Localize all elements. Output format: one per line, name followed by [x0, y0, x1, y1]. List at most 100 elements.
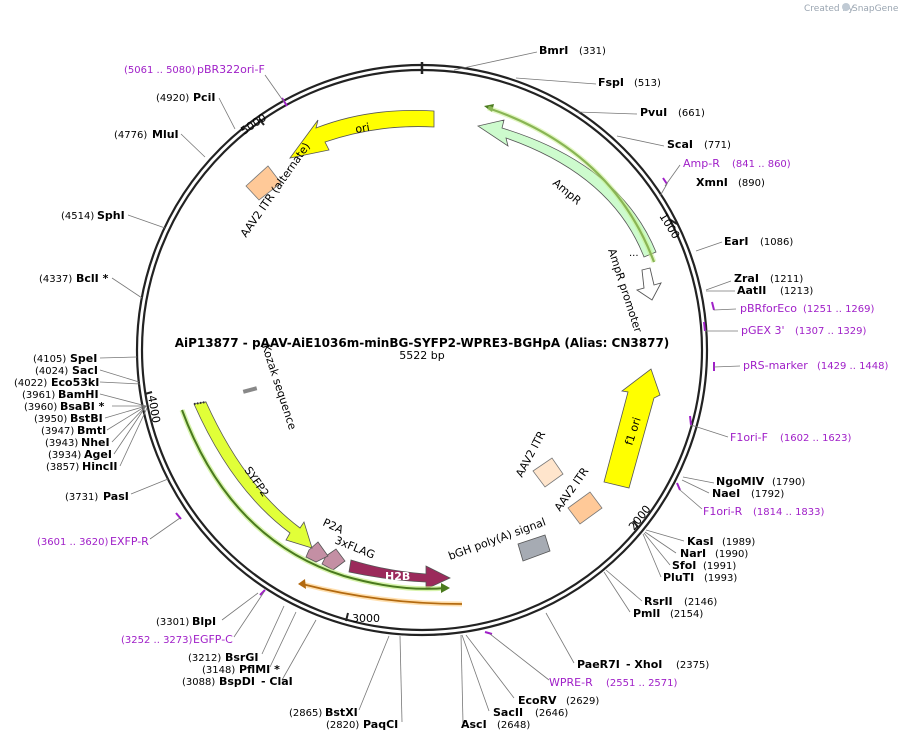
p2a-feature[interactable] [305, 541, 329, 563]
primer-name: EXFP-R [110, 535, 149, 548]
enzyme-name: BspDI [219, 675, 255, 688]
enzyme-pos: (2648) [497, 720, 530, 731]
snapgene-brand: Created by SnapGene [804, 3, 899, 14]
enzyme-pos: (3301) [156, 617, 189, 628]
primer-name: WPRE-R [549, 676, 593, 689]
enzyme-pos: (890) [738, 178, 765, 189]
enzyme-name: ScaI [667, 138, 693, 151]
primer-name: pGEX 3' [741, 324, 785, 337]
enzyme-pos: (3947) [41, 426, 74, 437]
syfp2-feature[interactable] [193, 401, 313, 549]
enzyme-name: SacII [493, 706, 523, 719]
enzyme-pos: (3088) [182, 677, 215, 688]
enzyme-pos: (4514) [61, 211, 94, 222]
enzyme-name: BsrGI [225, 651, 258, 664]
enzyme-name: NgoMIV [716, 475, 765, 488]
primer-labels: (5061 .. 5080) pBR322ori-F Amp-R (841 ..… [37, 63, 889, 689]
primer-range: (3252 .. 3273) [121, 635, 193, 646]
enzyme-name: BstBI [70, 412, 103, 425]
enzyme-name: AscI [461, 718, 487, 731]
enzyme-pos: (4022) [14, 378, 47, 389]
ampr-promoter-feature[interactable] [635, 267, 662, 301]
aav2-itr-alt-label: AAV2 ITR (alternate) [238, 140, 313, 239]
primer-name: EGFP-C [193, 633, 233, 646]
primer-name: pBRforEco [740, 302, 797, 315]
enzyme-name: PaqCI [363, 718, 398, 731]
enzyme-pos: (2865) [289, 708, 322, 719]
enzyme-pos: (2154) [670, 609, 703, 620]
enzyme-name: - ClaI [261, 675, 293, 688]
enzyme-pos: (771) [704, 140, 731, 151]
enzyme-name: AatII [737, 284, 766, 297]
enzyme-name: Eco53kI [51, 376, 99, 389]
plasmid-length: 5522 bp [399, 349, 444, 362]
enzyme-name: BlpI [192, 615, 216, 628]
plasmid-title: AiP13877 - pAAV-AiE1036m-minBG-SYFP2-WPR… [175, 336, 670, 350]
primer-range: (1429 .. 1448) [817, 361, 889, 372]
enzyme-pos: (3934) [48, 450, 81, 461]
enzyme-name: BstXI [325, 706, 358, 719]
enzyme-pos: (3731) [65, 492, 98, 503]
enzyme-pos: (513) [634, 78, 661, 89]
enzyme-name: BsaBI * [60, 400, 105, 413]
ori-feature[interactable] [289, 109, 435, 159]
enzyme-pos: (2820) [326, 720, 359, 731]
enzyme-name: EarI [724, 235, 748, 248]
enzyme-pos: (4105) [33, 354, 66, 365]
enzyme-name: BamHI [58, 388, 99, 401]
enzyme-name: SacI [72, 364, 98, 377]
enzyme-name: BclI * [76, 272, 109, 285]
enzyme-pos: (4024) [35, 366, 68, 377]
enzyme-pos: (2629) [566, 696, 599, 707]
h2b-feature[interactable] [348, 559, 451, 590]
kozak-feature[interactable] [242, 386, 258, 394]
enzyme-name: EcoRV [518, 694, 557, 707]
enzyme-pos: (1211) [770, 274, 803, 285]
flag-feature[interactable] [321, 548, 346, 571]
primer-name: F1ori-R [703, 505, 743, 518]
enzyme-pos: (3943) [45, 438, 78, 449]
syfp2-orf-arrowhead [441, 583, 450, 593]
enzyme-name: PciI [193, 91, 215, 104]
kozak-label: Kozak sequence [259, 343, 299, 432]
primer-name: pBR322ori-F [197, 63, 265, 76]
tick-4000: 4000 [145, 394, 163, 424]
enzyme-name: AgeI [84, 448, 112, 461]
syfp2-orf-line [181, 409, 447, 590]
aav2-itr-a-feature[interactable] [532, 457, 564, 488]
orange-orf-arrowhead [298, 579, 306, 589]
enzyme-name: PasI [103, 490, 129, 503]
bgh-polya-feature[interactable] [517, 534, 551, 562]
aav2-itr-alt-feature[interactable] [245, 165, 282, 201]
brand-created-by: Created by [804, 4, 854, 14]
enzyme-pos: (3212) [188, 653, 221, 664]
enzyme-name: NarI [680, 547, 706, 560]
enzyme-pos: (331) [579, 46, 606, 57]
syfp2-start-marker [193, 401, 207, 405]
enzyme-pos: (2646) [535, 708, 568, 719]
enzyme-name: SfoI [672, 559, 696, 572]
primer-range: (1602 .. 1623) [780, 433, 852, 444]
enzyme-pos: (4920) [156, 93, 189, 104]
primer-range: (2551 .. 2571) [606, 678, 678, 689]
primer-range: (1814 .. 1833) [753, 507, 825, 518]
enzyme-pos: (1989) [722, 537, 755, 548]
primer-range: (1307 .. 1329) [795, 326, 867, 337]
primer-name: F1ori-F [730, 431, 768, 444]
leader-lines [99, 51, 741, 724]
primer-range: (1251 .. 1269) [803, 304, 875, 315]
f1-ori-feature[interactable] [603, 368, 661, 489]
aav2-itr-b-feature[interactable] [567, 491, 603, 525]
primer-name: Amp-R [683, 157, 720, 170]
h2b-label: H2B [385, 570, 410, 583]
primer-range: (3601 .. 3620) [37, 537, 109, 548]
ampr-feature[interactable] [477, 119, 657, 258]
enzyme-name: MluI [152, 128, 179, 141]
enzyme-pos: (1990) [715, 549, 748, 560]
primer-range: (841 .. 860) [732, 159, 791, 170]
enzyme-pos: (1792) [751, 489, 784, 500]
tick-5000: 5000 [238, 111, 268, 137]
enzyme-name: BmrI [539, 44, 568, 57]
ampr-ellipsis: ... [629, 248, 639, 259]
enzyme-pos: (2375) [676, 660, 709, 671]
